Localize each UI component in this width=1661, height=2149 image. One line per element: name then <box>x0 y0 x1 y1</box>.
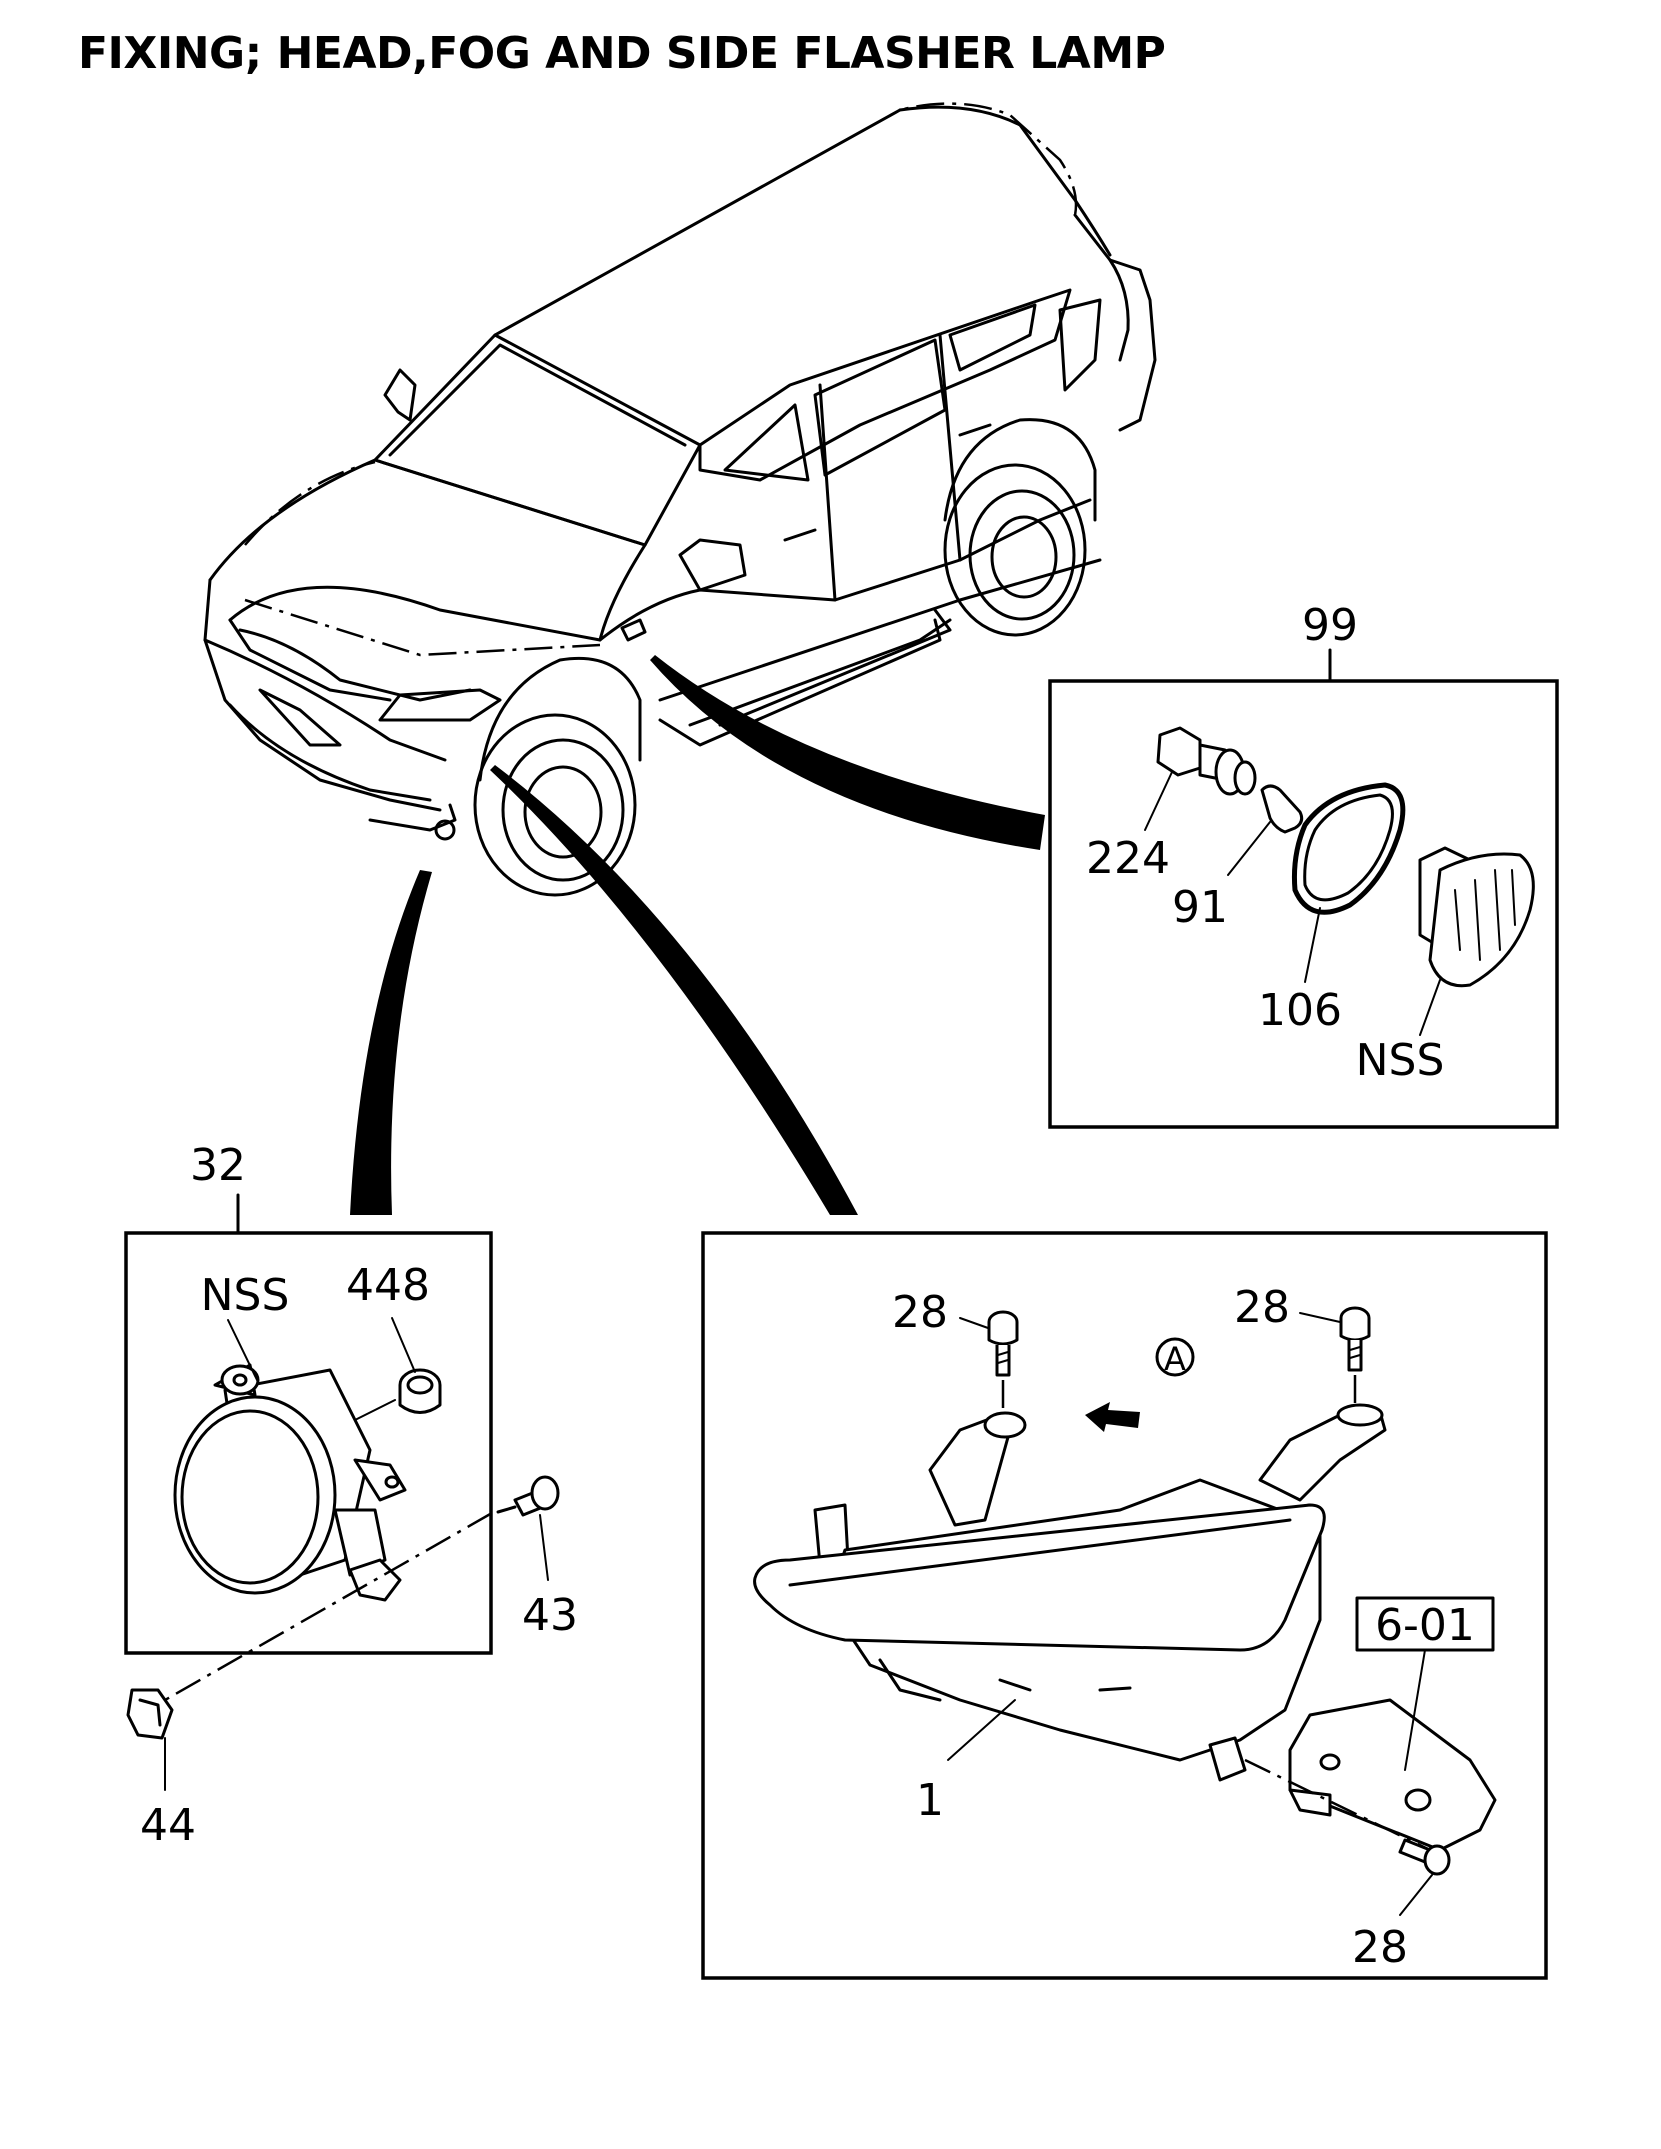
callout-43: 43 <box>522 1590 578 1641</box>
leader-to-fog-lamp <box>350 870 432 1215</box>
leader-to-side-flasher <box>650 655 1045 850</box>
callout-99: 99 <box>1302 600 1358 651</box>
bulb-part <box>1260 784 1304 834</box>
diagram-title: FIXING; HEAD,FOG AND SIDE FLASHER LAMP <box>78 28 1166 79</box>
fog-nut-part: 44 <box>126 1688 196 1851</box>
socket-part <box>1156 726 1257 796</box>
callout-91: 91 <box>1172 882 1228 933</box>
bracket-reference: 6-01 <box>1355 1596 1495 1771</box>
view-marker: A <box>1085 1337 1195 1432</box>
headlamp-part <box>753 1403 1387 1782</box>
fog-cap-part <box>398 1368 442 1414</box>
head-bolt-right-part: 28 <box>1234 1282 1371 1415</box>
head-bolt-left-part: 28 <box>892 1287 1019 1425</box>
side-flasher-group: 99 224 91 106 NSS <box>1048 600 1559 1129</box>
fog-fixing-line <box>164 1511 493 1702</box>
callout-28-right: 28 <box>1234 1282 1290 1333</box>
headlamp-group: 28 28 A <box>701 1231 1548 1980</box>
callout-6-01: 6-01 <box>1375 1600 1475 1651</box>
callout-nss-side-flasher: NSS <box>1356 1035 1445 1086</box>
callout-28-left: 28 <box>892 1287 948 1338</box>
callout-nss-fog-lamp: NSS <box>201 1270 290 1321</box>
callout-32: 32 <box>190 1140 246 1191</box>
callout-28-lower: 28 <box>1352 1922 1408 1973</box>
head-bolt-lower-part: 28 <box>1352 1838 1451 1973</box>
bracket-part <box>1288 1698 1497 1852</box>
fog-lamp-part <box>173 1363 407 1602</box>
callout-448: 448 <box>346 1260 430 1311</box>
leader-to-headlamp <box>490 765 858 1215</box>
side-flasher-lamp-part <box>1418 846 1535 988</box>
callout-1: 1 <box>916 1775 944 1826</box>
fog-lamp-group: 32 NSS 448 <box>124 1140 493 1655</box>
callout-44: 44 <box>140 1800 196 1851</box>
view-marker-label: A <box>1164 1340 1186 1378</box>
callout-224: 224 <box>1086 833 1170 884</box>
fog-screw-part: 43 <box>496 1475 578 1641</box>
vehicle-illustration <box>203 102 1157 897</box>
callout-106: 106 <box>1258 985 1342 1036</box>
gasket-part <box>1291 782 1406 915</box>
